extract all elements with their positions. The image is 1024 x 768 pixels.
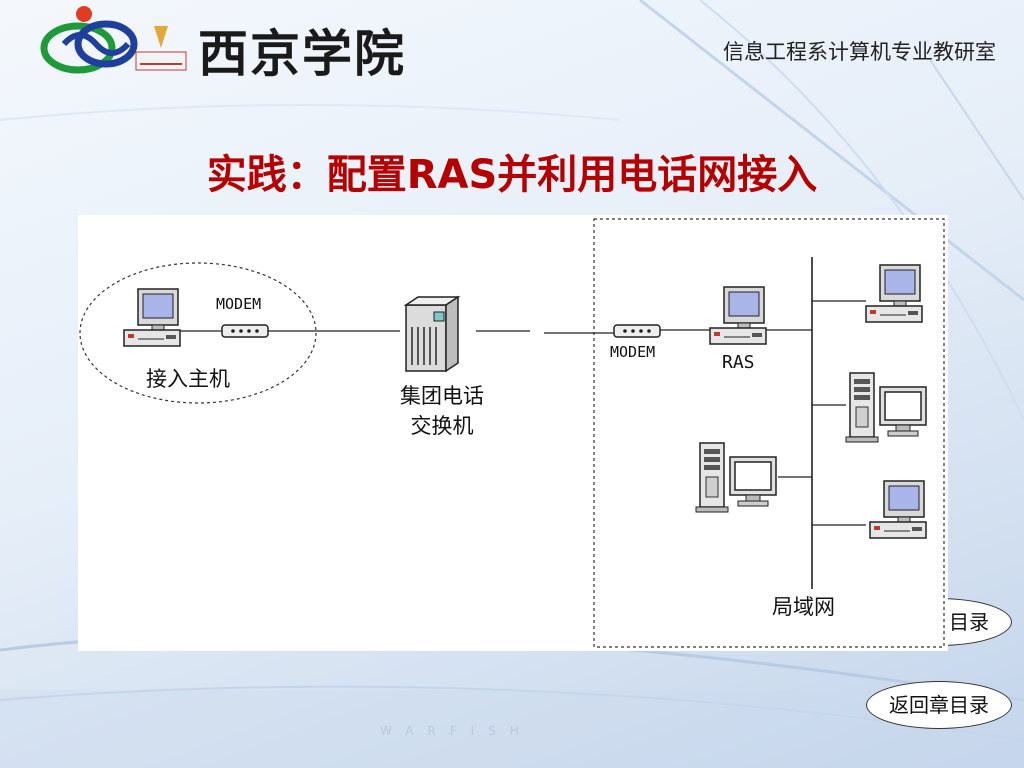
lan-boundary xyxy=(593,218,945,648)
watermark-text: WARFISH xyxy=(380,724,533,738)
telephone-switch-icon xyxy=(403,295,461,373)
right-modem-icon xyxy=(613,324,661,338)
logo-text: 西京学院 xyxy=(198,24,406,83)
left-modem-icon xyxy=(221,324,269,338)
left-modem-label: MODEM xyxy=(216,295,262,313)
access-host-label: 接入主机 xyxy=(146,367,230,391)
right-modem-label: MODEM xyxy=(610,343,656,361)
switch-label-line2: 交换机 xyxy=(410,414,474,438)
college-logo xyxy=(40,6,187,74)
ras-server-computer-icon xyxy=(709,286,767,345)
access-host-boundary xyxy=(79,262,317,404)
network-diagram: MODEM 接入主机 集团电话 交换机 MODEM RAS 局域网 xyxy=(78,215,948,651)
lan-computer-1-icon xyxy=(865,264,923,323)
ras-label: RAS xyxy=(722,352,755,373)
switch-label-line1: 集团电话 xyxy=(400,384,484,408)
slide-title: 实践：配置RAS并利用电话网接入 xyxy=(206,152,818,198)
lan-label: 局域网 xyxy=(772,595,835,619)
lan-computer-3-icon xyxy=(869,480,927,539)
department-name: 信息工程系计算机专业教研室 xyxy=(723,40,996,64)
lan-workstation-2-icon xyxy=(845,372,927,443)
access-host-computer-icon xyxy=(123,288,181,347)
network-diagram-canvas xyxy=(79,218,945,648)
chapter-toc-button[interactable]: 返回章目录 xyxy=(866,681,1012,729)
lan-workstation-4-icon xyxy=(695,442,777,513)
